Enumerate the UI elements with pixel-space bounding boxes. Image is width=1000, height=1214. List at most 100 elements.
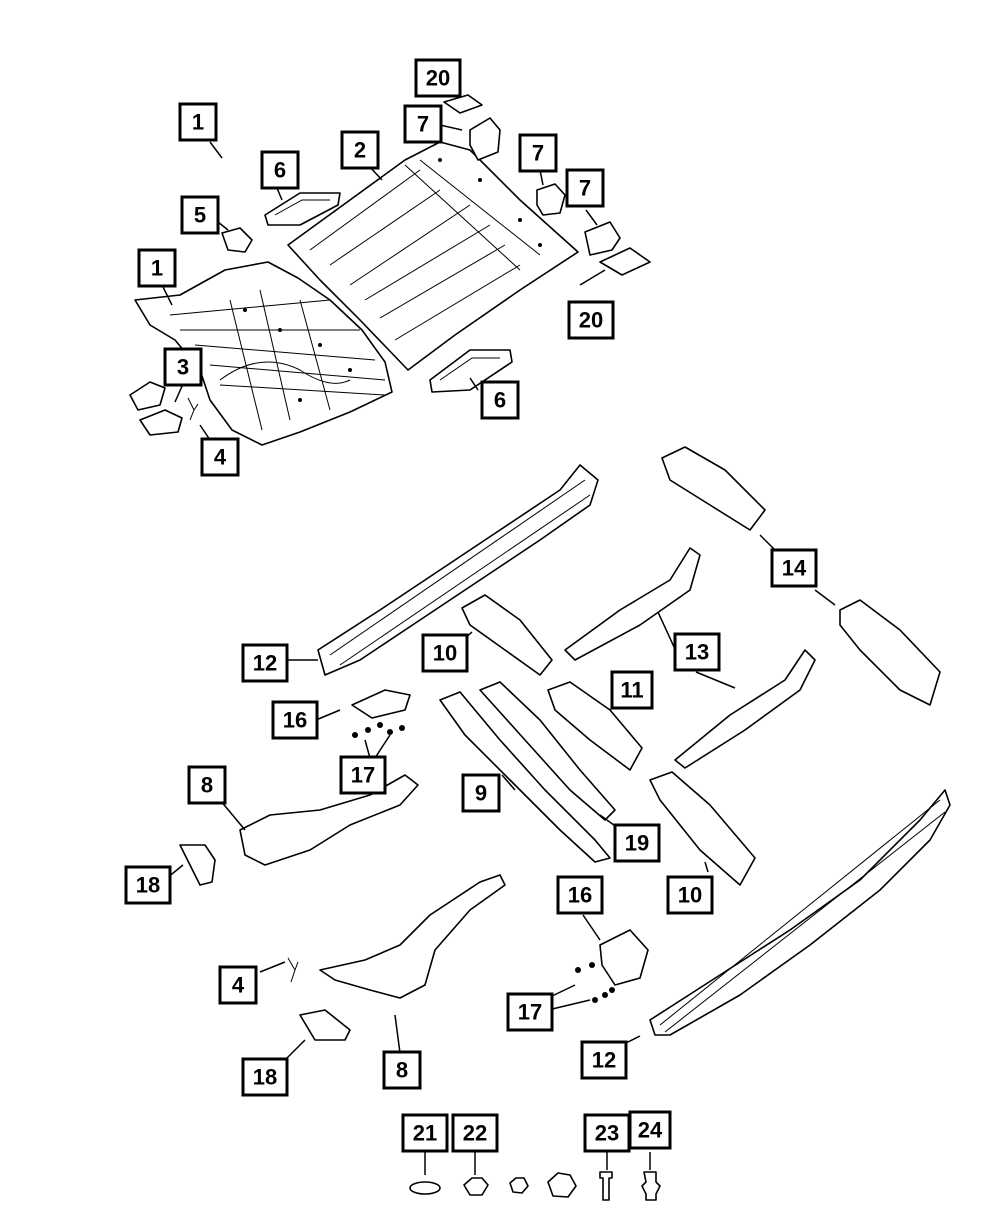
callout-number: 17: [518, 1000, 542, 1025]
callout-6-upper[interactable]: 6: [260, 150, 300, 190]
rail-14-upper: [661, 446, 766, 531]
fasteners-17-lower: [575, 962, 615, 1003]
callout-10-lower[interactable]: 10: [666, 875, 714, 915]
callout-13[interactable]: 13: [673, 632, 721, 672]
rear-floor-pan: [287, 141, 579, 371]
bracket-11: [547, 681, 643, 771]
callout-14[interactable]: 14: [770, 548, 818, 588]
callout-number: 1: [192, 110, 204, 135]
callout-10-upper[interactable]: 10: [421, 633, 469, 673]
cross-member-13-upper: [564, 547, 701, 661]
callout-number: 17: [351, 763, 375, 788]
callout-number: 12: [253, 651, 277, 676]
callout-19[interactable]: 19: [613, 823, 661, 863]
callout-number: 4: [232, 973, 245, 998]
reinforcement-3-upper: [129, 381, 166, 411]
callout-7-upper[interactable]: 7: [403, 104, 443, 144]
callout-24[interactable]: 24: [628, 1110, 672, 1150]
callout-number: 7: [532, 141, 544, 166]
plate-20-upper: [443, 94, 483, 114]
rail-14-lower: [839, 599, 941, 706]
callout-4-upper[interactable]: 4: [200, 437, 240, 477]
bracket-10-upper: [461, 594, 553, 676]
clip-4-upper: [187, 397, 199, 421]
callout-number: 16: [568, 883, 592, 908]
callout-5[interactable]: 5: [180, 195, 220, 235]
callout-23[interactable]: 23: [583, 1113, 631, 1153]
callout-number: 2: [354, 138, 366, 163]
callout-20-lower[interactable]: 20: [567, 300, 615, 340]
callout-number: 12: [592, 1048, 616, 1073]
bracket-16-upper: [351, 689, 411, 719]
bracket-7-middle: [536, 183, 566, 216]
rail-8-upper: [239, 774, 419, 866]
callout-number: 6: [494, 388, 506, 413]
bracket-16-lower: [599, 929, 649, 986]
callout-number: 24: [638, 1118, 663, 1143]
callout-9[interactable]: 9: [461, 773, 501, 813]
bracket-7-right: [584, 221, 621, 256]
callout-2[interactable]: 2: [340, 130, 380, 170]
callout-8-upper[interactable]: 8: [187, 765, 227, 805]
callout-number: 1: [151, 256, 163, 281]
cross-member-13-lower: [674, 649, 816, 769]
bracket-5: [221, 227, 253, 253]
callout-17-upper[interactable]: 17: [339, 755, 387, 795]
rail-9: [439, 691, 611, 863]
callout-number: 20: [426, 66, 450, 91]
stud-24: [641, 1171, 661, 1201]
rail-8-lower: [319, 874, 506, 999]
callout-22[interactable]: 22: [451, 1113, 499, 1153]
callout-17-lower[interactable]: 17: [506, 992, 554, 1032]
callout-number: 11: [620, 678, 643, 703]
shield-18-lower: [299, 1009, 351, 1041]
leader-lines: [161, 124, 836, 1175]
callout-number: 21: [413, 1121, 437, 1146]
callout-18-upper[interactable]: 18: [124, 865, 172, 905]
callout-number: 18: [136, 873, 160, 898]
grommet-21: [409, 1181, 441, 1195]
callout-number: 10: [433, 641, 457, 666]
callout-3[interactable]: 3: [163, 347, 203, 387]
callout-number: 9: [475, 781, 487, 806]
seal-plate-lower: [429, 349, 513, 393]
callout-18-lower[interactable]: 18: [241, 1057, 289, 1097]
callout-number: 10: [678, 883, 702, 908]
callout-1-upper[interactable]: 1: [178, 102, 218, 142]
callout-6-lower[interactable]: 6: [480, 380, 520, 420]
callout-16-upper[interactable]: 16: [271, 700, 319, 740]
callout-number: 6: [274, 158, 286, 183]
callout-number: 13: [685, 640, 709, 665]
clip-4-lower: [287, 957, 299, 983]
nut-small: [509, 1177, 529, 1194]
callout-12-lower[interactable]: 12: [580, 1040, 628, 1080]
callout-16-lower[interactable]: 16: [556, 875, 604, 915]
callout-number: 20: [579, 308, 603, 333]
sill-rail-upper: [317, 464, 599, 676]
seal-plate-upper: [264, 192, 341, 226]
callout-number: 16: [283, 708, 307, 733]
bracket-7-upper: [469, 117, 501, 161]
callout-20-upper[interactable]: 20: [414, 58, 462, 98]
callout-number: 7: [417, 112, 429, 137]
callout-number: 4: [214, 445, 227, 470]
callout-7-middle[interactable]: 7: [518, 133, 558, 173]
callout-4-lower[interactable]: 4: [218, 965, 258, 1005]
rail-19: [479, 681, 616, 821]
callout-number: 7: [579, 176, 591, 201]
callout-21[interactable]: 21: [401, 1113, 449, 1153]
bracket-10-lower: [649, 771, 756, 886]
callout-number: 5: [194, 203, 206, 228]
callout-number: 14: [782, 556, 807, 581]
callout-number: 8: [201, 773, 213, 798]
callout-11[interactable]: 11: [610, 670, 654, 710]
callout-1-lower[interactable]: 1: [137, 248, 177, 288]
shield-18-upper: [179, 844, 216, 886]
callout-8-lower[interactable]: 8: [382, 1050, 422, 1090]
reinforcement-3-lower: [139, 409, 183, 436]
callout-number: 3: [177, 355, 189, 380]
callout-7-right[interactable]: 7: [565, 168, 605, 208]
callout-12-upper[interactable]: 12: [241, 643, 289, 683]
callout-number: 23: [595, 1121, 619, 1146]
